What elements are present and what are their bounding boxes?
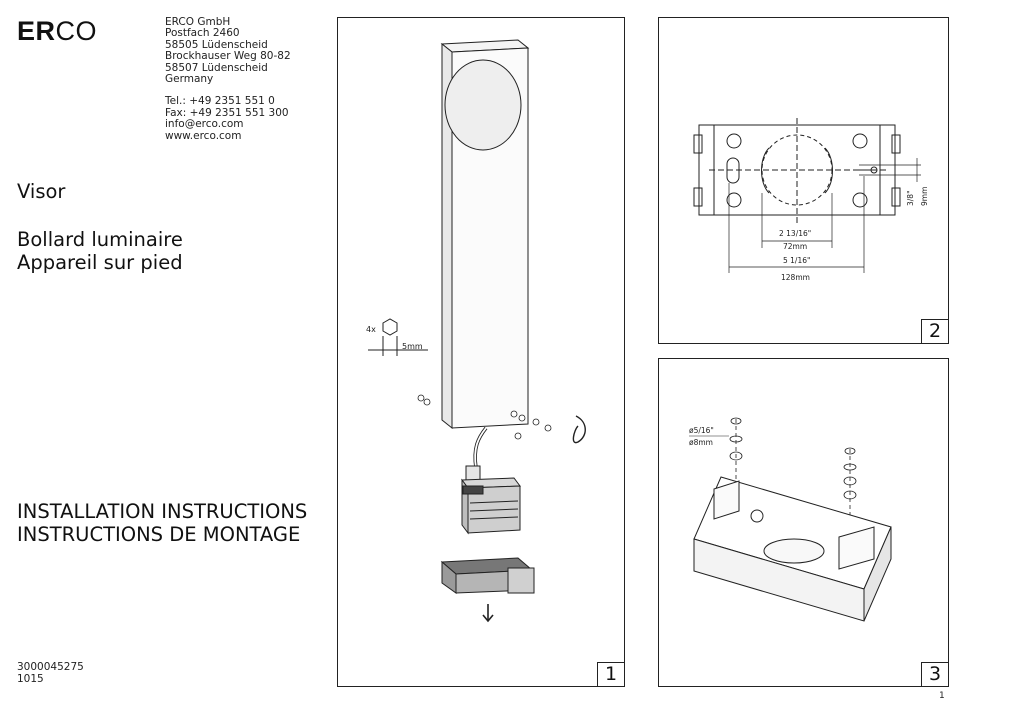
mounting-base-illustration <box>693 476 892 622</box>
base-plate-top-view <box>693 118 901 223</box>
hex-count-label: 4x <box>366 325 376 334</box>
dim-a-inch: 2 13/16" <box>779 229 811 238</box>
postcode-city-2: 58507 Lüdenscheid <box>165 61 268 74</box>
document-date-code: 1015 <box>17 673 44 685</box>
dim-b-inch: 5 1/16" <box>783 256 810 265</box>
step-number-2: 2 <box>921 319 949 344</box>
step-2-panel: 2 13/16" 72mm 5 1/16" 128mm 3/8" 9mm 2 <box>658 17 949 344</box>
page-number: 1 <box>939 691 945 701</box>
telephone: Tel.: +49 2351 551 0 <box>165 95 275 108</box>
step-number-3: 3 <box>921 662 949 687</box>
dim-c-mm: 9mm <box>920 187 929 206</box>
email-link[interactable]: info@erco.com <box>165 118 244 131</box>
street: Brockhauser Weg 80-82 <box>165 50 291 63</box>
step-number-1: 1 <box>597 662 625 687</box>
bolt-stack-left <box>729 417 743 509</box>
address-block: ERCO GmbH Postfach 2460 58505 Lüdenschei… <box>165 16 291 142</box>
postcode-city-1: 58505 Lüdenscheid <box>165 38 268 51</box>
document-number-block: 3000045275 1015 <box>17 661 84 685</box>
hex-key-icon <box>368 318 428 356</box>
product-name: Visor <box>17 180 66 203</box>
country: Germany <box>165 73 214 86</box>
erco-logo: ERCO <box>17 16 97 47</box>
bolt-stack-right <box>843 447 857 549</box>
dim-c-inch: 3/8" <box>906 190 915 206</box>
step-3-illustration: ø5/16" ø8mm <box>689 417 892 622</box>
logo-strong: ER <box>17 16 56 46</box>
step-1-panel: 4x 5mm 1 <box>337 17 625 687</box>
instructions-title-fr: INSTRUCTIONS DE MONTAGE <box>17 523 301 546</box>
product-type: Bollard luminaire Appareil sur pied <box>17 228 183 274</box>
bolt-diameter-mm: ø8mm <box>689 438 713 447</box>
dimension-lines <box>728 158 921 273</box>
instructions-title: INSTALLATION INSTRUCTIONS INSTRUCTIONS D… <box>17 500 307 546</box>
junction-box-illustration <box>461 465 521 535</box>
rotate-arrow-icon <box>572 415 586 444</box>
bollard-illustration <box>440 39 530 430</box>
dim-a-mm: 72mm <box>783 242 807 251</box>
arrow-down-icon <box>482 604 494 623</box>
document-number: 3000045275 <box>17 661 84 673</box>
product-type-en: Bollard luminaire <box>17 228 183 251</box>
step-1-illustration: 4x 5mm <box>366 39 586 623</box>
bolt-diameter-inch: ø5/16" <box>689 426 714 435</box>
step-2-illustration: 2 13/16" 72mm 5 1/16" 128mm 3/8" 9mm <box>693 118 929 282</box>
mounting-tray-illustration <box>440 557 535 594</box>
hex-size-label: 5mm <box>402 342 423 351</box>
company-name: ERCO GmbH <box>165 16 231 28</box>
dim-b-mm: 128mm <box>781 273 810 282</box>
screw-icons <box>417 394 552 440</box>
instructions-title-en: INSTALLATION INSTRUCTIONS <box>17 500 308 523</box>
step-3-panel: ø5/16" ø8mm 3 <box>658 358 949 687</box>
logo-light: CO <box>55 16 98 46</box>
website-link[interactable]: www.erco.com <box>165 129 242 142</box>
postbox: Postfach 2460 <box>165 27 240 40</box>
product-type-fr: Appareil sur pied <box>17 251 183 274</box>
fax: Fax: +49 2351 551 300 <box>165 106 289 119</box>
